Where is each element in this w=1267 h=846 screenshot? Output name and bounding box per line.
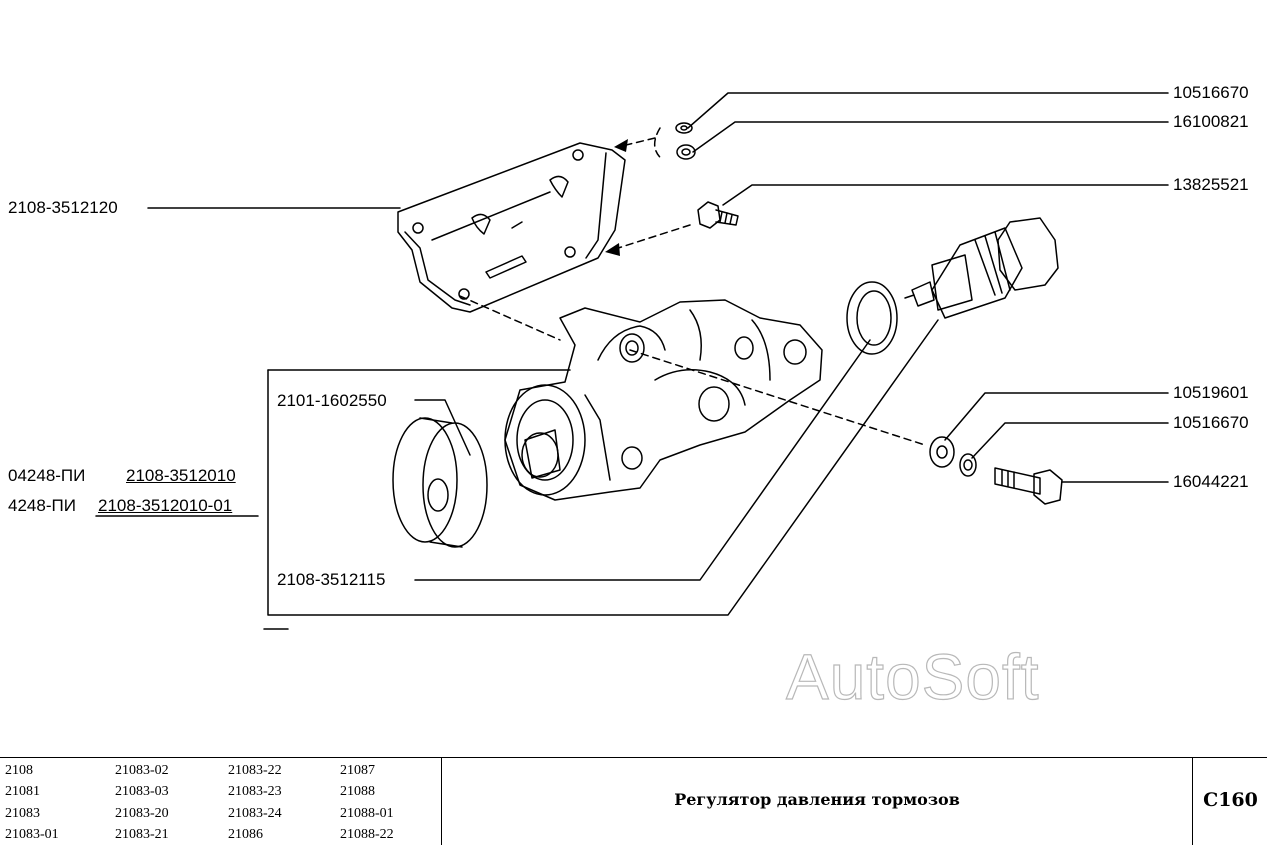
assembly-paths xyxy=(459,127,926,446)
model-item: 21087 xyxy=(340,763,375,778)
part-number-assembly-a[interactable]: 2108-3512010 xyxy=(126,466,236,485)
model-item: 21088 xyxy=(340,784,375,799)
watermark: AutoSoft xyxy=(785,640,1040,713)
arrow-heads xyxy=(605,139,628,256)
model-item: 21083-03 xyxy=(115,784,169,799)
part-number-washer-flat[interactable]: 10519601 xyxy=(1173,383,1249,402)
model-item: 21088-01 xyxy=(340,806,394,821)
part-number-washer-spring[interactable]: 10516670 xyxy=(1173,413,1249,432)
part-number-assembly-b[interactable]: 2108-3512010-01 xyxy=(98,496,233,515)
model-item: 21083-22 xyxy=(228,763,282,778)
part-number-bolt[interactable]: 16044221 xyxy=(1173,472,1249,491)
top-fasteners xyxy=(675,122,696,160)
parts-diagram xyxy=(95,92,1169,630)
screw xyxy=(697,201,739,229)
page-title: Регулятор давления тормозов xyxy=(674,790,960,809)
model-item: 21083-20 xyxy=(115,806,169,821)
part-number-bracket[interactable]: 2108-3512120 xyxy=(8,198,118,217)
model-item: 21083-21 xyxy=(115,827,169,842)
model-item: 21083-24 xyxy=(228,806,282,821)
footer-divider xyxy=(1192,757,1193,845)
model-item: 21083-23 xyxy=(228,784,282,799)
catalog-code-a: 04248-ПИ xyxy=(8,466,86,485)
part-number-washer-top[interactable]: 16100821 xyxy=(1173,112,1249,131)
bolt xyxy=(994,467,1063,505)
sheet-code: C160 xyxy=(1203,789,1258,811)
catalog-code-b: 4248-ПИ xyxy=(8,496,76,515)
seal-cap xyxy=(392,417,488,548)
part-number-nut-top[interactable]: 10516670 xyxy=(1173,83,1249,102)
leader-lines xyxy=(95,92,1169,630)
gasket-ring xyxy=(846,281,898,355)
model-item: 21083 xyxy=(5,806,40,821)
model-item: 2108 xyxy=(5,763,33,778)
footer-divider xyxy=(441,757,442,845)
washers xyxy=(929,436,977,477)
footer-table xyxy=(0,757,1267,846)
model-item: 21081 xyxy=(5,784,40,799)
model-item: 21088-22 xyxy=(340,827,394,842)
bracket-plate xyxy=(397,142,626,313)
valve-body xyxy=(504,299,823,501)
model-item: 21083-01 xyxy=(5,827,59,842)
part-number-screw[interactable]: 13825521 xyxy=(1173,175,1249,194)
model-item: 21086 xyxy=(228,827,263,842)
model-item: 21083-02 xyxy=(115,763,169,778)
part-number-seal-cap[interactable]: 2101-1602550 xyxy=(277,391,387,410)
part-number-gasket[interactable]: 2108-3512115 xyxy=(277,570,386,589)
plug xyxy=(904,217,1059,319)
